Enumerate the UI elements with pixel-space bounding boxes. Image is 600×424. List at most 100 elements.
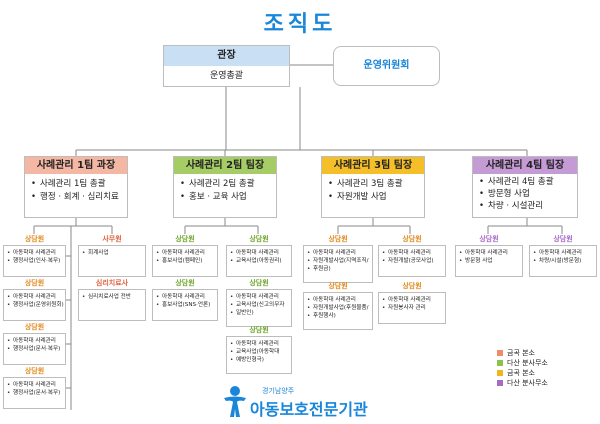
- team-item: 사례관리 4팀 총괄: [479, 176, 575, 188]
- staff-box: 상담원 아동학대 사례관리 교육사업(아동권리): [226, 234, 292, 277]
- staff-item: 일반인): [230, 309, 289, 317]
- team-item: 행정 · 회계 · 심리치료: [31, 191, 125, 204]
- page-title: 조직도: [263, 12, 337, 37]
- staff-title: 상담원: [249, 326, 269, 334]
- staff-box: 사무원 회계사업: [78, 234, 146, 277]
- staff-item: 아동학대 사례관리: [533, 249, 594, 257]
- staff-item: 아동학대 사례관리: [7, 249, 63, 257]
- logo-name: 아동보호전문기관: [250, 400, 368, 419]
- staff-item: 후원금): [307, 265, 370, 273]
- staff-item: 교육사업(아동학대: [230, 348, 289, 356]
- staff-box: 상담원 아동학대 사례관리 교육사업(신고의무자 일반인): [226, 278, 292, 327]
- staff-item: 아동학대 사례관리: [382, 249, 443, 257]
- team-3-items: 사례관리 3팀 총괄 자원개발 사업: [322, 174, 424, 204]
- legend-swatch: [497, 350, 503, 356]
- team-item: 사례관리 3팀 총괄: [328, 178, 422, 191]
- team-4-box: 사례관리 4팀 팀장 사례관리 4팀 총괄 방문형 사업 차량 · 시설관리: [472, 156, 578, 218]
- staff-item: 차량/시설(방문형): [533, 257, 594, 265]
- staff-title: 상담원: [328, 282, 348, 290]
- staff-item: 아동학대 사례관리: [156, 293, 215, 301]
- staff-item: 자원봉사자 관리: [382, 304, 443, 312]
- staff-title: 심리치료사: [95, 279, 129, 287]
- staff-item: 방문형 사업: [459, 257, 520, 265]
- director-title: 관장: [164, 46, 289, 66]
- team-2-items: 사례관리 2팀 총괄 홍보 · 교육 사업: [174, 174, 276, 204]
- staff-box: 상담원 아동학대 사례관리 자원봉사자 관리: [378, 281, 446, 324]
- legend-item: 다산 분사무소: [497, 378, 548, 388]
- staff-title: 상담원: [24, 367, 45, 375]
- staff-item: 아동학대 사례관리: [230, 249, 289, 257]
- logo-small-text: 경기남양주: [262, 387, 295, 395]
- team-2-title: 사례관리 2팀 팀장: [174, 157, 276, 174]
- staff-item: 회계사업: [82, 249, 143, 257]
- agency-logo: 경기남양주 아동보호전문기관: [222, 385, 402, 421]
- staff-box: 상담원 아동학대 사례관리 행정사업(문서·복무): [3, 366, 66, 409]
- staff-item: 홍보사업(SNS·언론): [156, 301, 215, 309]
- staff-box: 상담원 아동학대 사례관리 자원개발사업(지역조직/ 후원금): [303, 234, 373, 283]
- staff-item: 아동학대 사례관리: [7, 381, 63, 389]
- staff-item: 행정사업(문서·복무): [7, 345, 63, 353]
- team-1-items: 사례관리 1팀 총괄 행정 · 회계 · 심리치료: [25, 174, 127, 204]
- staff-item: 행정사업(운영위원회): [7, 301, 64, 309]
- staff-box: 상담원 아동학대 사례관리 방문형 사업: [455, 234, 523, 277]
- staff-title: 상담원: [175, 279, 195, 287]
- team-1-box: 사례관리 1팀 과장 사례관리 1팀 총괄 행정 · 회계 · 심리치료: [24, 156, 128, 218]
- staff-title: 상담원: [24, 279, 45, 287]
- staff-title: 상담원: [175, 235, 195, 243]
- staff-item: 홍보사업(캠페인): [156, 257, 215, 265]
- staff-item: 아동학대 사례관리: [7, 293, 63, 301]
- staff-title: 상담원: [24, 323, 45, 331]
- staff-box: 심리치료사 심리치료사업 전반: [78, 278, 146, 321]
- staff-item: 아동학대 사례관리: [307, 296, 370, 304]
- staff-item: 아동학대 사례관리: [307, 249, 370, 257]
- team-3-box: 사례관리 3팀 팀장 사례관리 3팀 총괄 자원개발 사업: [321, 156, 425, 218]
- legend-swatch: [497, 370, 503, 376]
- director-box: 관장 운영총괄: [163, 45, 290, 87]
- staff-item: 심리치료사업 전반: [82, 293, 143, 301]
- staff-title: 상담원: [402, 235, 422, 243]
- team-4-title: 사례관리 4팀 팀장: [473, 157, 577, 174]
- staff-title: 상담원: [249, 235, 269, 243]
- staff-title: 상담원: [24, 235, 45, 243]
- team-item: 사례관리 1팀 총괄: [31, 178, 125, 191]
- team-3-title: 사례관리 3팀 팀장: [322, 157, 424, 174]
- team-item: 사례관리 2팀 총괄: [180, 178, 274, 191]
- staff-item: 자원개발(공모사업): [382, 257, 443, 265]
- staff-item: 자원개발사업(지역조직/: [307, 257, 370, 265]
- staff-title: 상담원: [328, 235, 348, 243]
- staff-item: 교육사업(신고의무자: [230, 301, 289, 309]
- committee-title: 운영위원회: [363, 60, 410, 71]
- legend-swatch: [497, 380, 503, 386]
- team-1-title: 사례관리 1팀 과장: [25, 157, 127, 174]
- team-4-items: 사례관리 4팀 총괄 방문형 사업 차량 · 시설관리: [473, 174, 577, 212]
- staff-title: 상담원: [402, 282, 422, 290]
- team-item: 홍보 · 교육 사업: [180, 191, 274, 204]
- staff-item: 예방인형극): [230, 356, 289, 364]
- staff-title: 상담원: [553, 235, 573, 243]
- legend-item: 금곡 본소: [497, 368, 548, 378]
- team-item: 자원개발 사업: [328, 191, 422, 204]
- team-2-box: 사례관리 2팀 팀장 사례관리 2팀 총괄 홍보 · 교육 사업: [173, 156, 277, 218]
- staff-item: 교육사업(아동권리): [230, 257, 289, 265]
- staff-item: 아동학대 사례관리: [230, 340, 289, 348]
- staff-item: 행정사업(인사·복무): [7, 257, 63, 265]
- staff-box: 상담원 아동학대 사례관리 행정사업(인사·복무): [3, 234, 66, 277]
- child-figure-icon: [224, 386, 246, 417]
- team-item: 차량 · 시설관리: [479, 200, 575, 212]
- staff-item: 아동학대 사례관리: [459, 249, 520, 257]
- staff-title: 상담원: [249, 279, 269, 287]
- staff-box: 상담원 아동학대 사례관리 교육사업(아동학대 예방인형극): [226, 325, 292, 374]
- staff-box: 상담원 아동학대 사례관리 자원개발(공모사업): [378, 234, 446, 277]
- committee-box: 운영위원회: [333, 46, 440, 86]
- legend-item: 금곡 본소: [497, 348, 548, 358]
- staff-box: 상담원 아동학대 사례관리 차량/시설(방문형): [529, 234, 597, 277]
- staff-item: 아동학대 사례관리: [7, 337, 63, 345]
- legend: 금곡 본소 다산 분사무소 금곡 본소 다산 분사무소: [497, 348, 548, 388]
- staff-title: 사무원: [102, 235, 122, 243]
- staff-item: 아동학대 사례관리: [156, 249, 215, 257]
- staff-box: 상담원 아동학대 사례관리 홍보사업(캠페인): [152, 234, 218, 277]
- staff-item: 행정사업(문서·복무): [7, 389, 63, 397]
- staff-title: 상담원: [479, 235, 499, 243]
- director-item: 운영총괄: [209, 71, 244, 81]
